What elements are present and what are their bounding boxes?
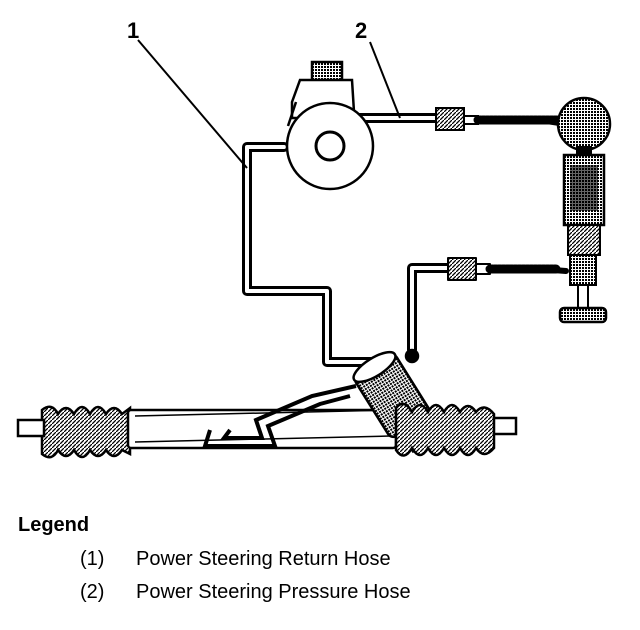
left-boot [40,405,132,459]
callout-leaders [137,39,401,169]
leader-line-2 [369,41,401,119]
pressure-hose [350,107,569,131]
steering-hose-diagram: 1 2 [16,18,612,459]
pump-pulley [314,130,346,162]
callout-number-1: 1 [127,18,139,43]
power-steering-pump [285,60,375,191]
legend-item-label: Power Steering Pressure Hose [136,581,411,603]
steering-rack [16,348,518,459]
legend-item-label: Power Steering Return Hose [136,548,391,570]
legend: Legend (1) Power Steering Return Hose (2)… [18,512,618,609]
gear-pressure-line [407,257,569,355]
callout-number-2: 2 [355,18,367,43]
return-hose [242,142,397,367]
gauge-dial [556,96,612,152]
valve-handle [558,306,608,324]
leader-line-1 [137,39,248,169]
right-boot [394,402,496,457]
legend-item-number: (2) [80,581,105,603]
legend-item: (1) Power Steering Return Hose [18,543,618,576]
legend-item: (2) Power Steering Pressure Hose [18,576,618,609]
pressure-gauge-assembly [556,96,612,324]
legend-title: Legend [18,514,90,536]
legend-item-number: (1) [80,548,105,570]
valve-stem [577,284,589,310]
